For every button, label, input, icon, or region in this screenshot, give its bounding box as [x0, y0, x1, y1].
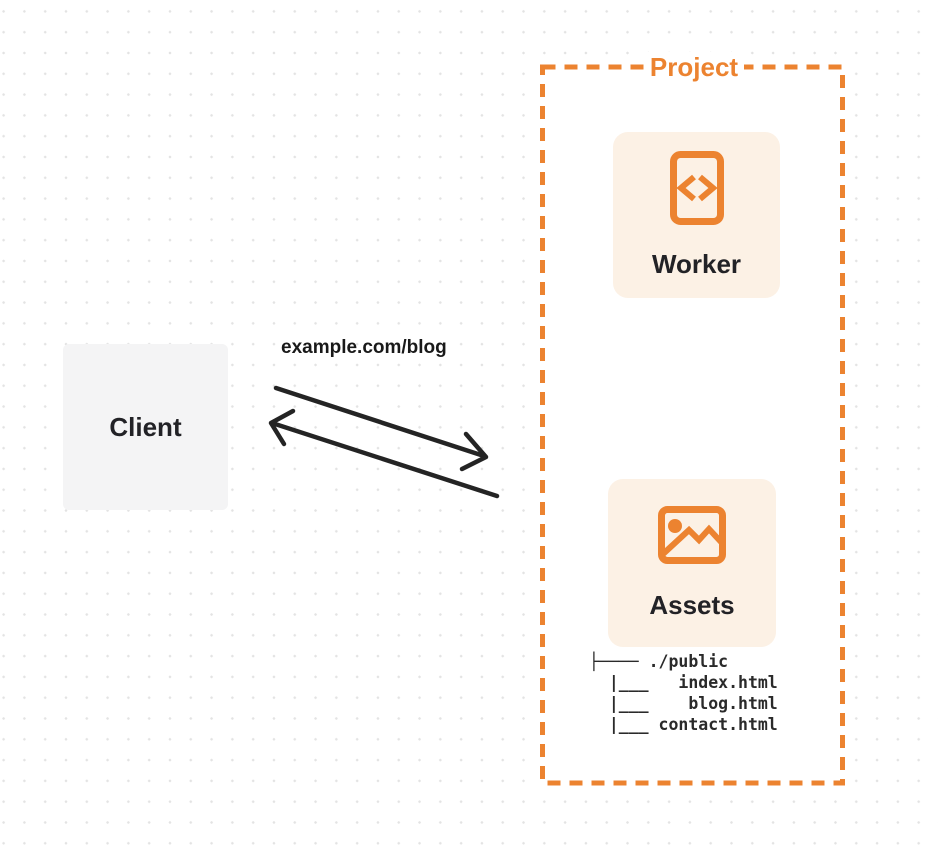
request-url-label: example.com/blog	[281, 337, 447, 358]
project-dashed-border	[540, 64, 845, 786]
assets-node: Assets	[608, 479, 776, 647]
project-label: Project	[644, 52, 744, 82]
worker-node: Worker	[613, 132, 780, 298]
client-node: Client	[63, 344, 228, 510]
image-icon	[658, 506, 726, 564]
request-response-arrows	[268, 385, 500, 499]
code-file-icon	[669, 151, 724, 225]
assets-file-tree: ├──── ./public |___ index.html |___ blog…	[589, 652, 778, 734]
assets-label: Assets	[649, 590, 735, 620]
request-arrow	[273, 385, 489, 472]
client-label: Client	[109, 412, 182, 442]
response-arrow	[268, 408, 500, 499]
arrowhead-right-icon	[459, 431, 489, 472]
worker-label: Worker	[651, 249, 742, 279]
arrowhead-left-icon	[268, 408, 296, 447]
